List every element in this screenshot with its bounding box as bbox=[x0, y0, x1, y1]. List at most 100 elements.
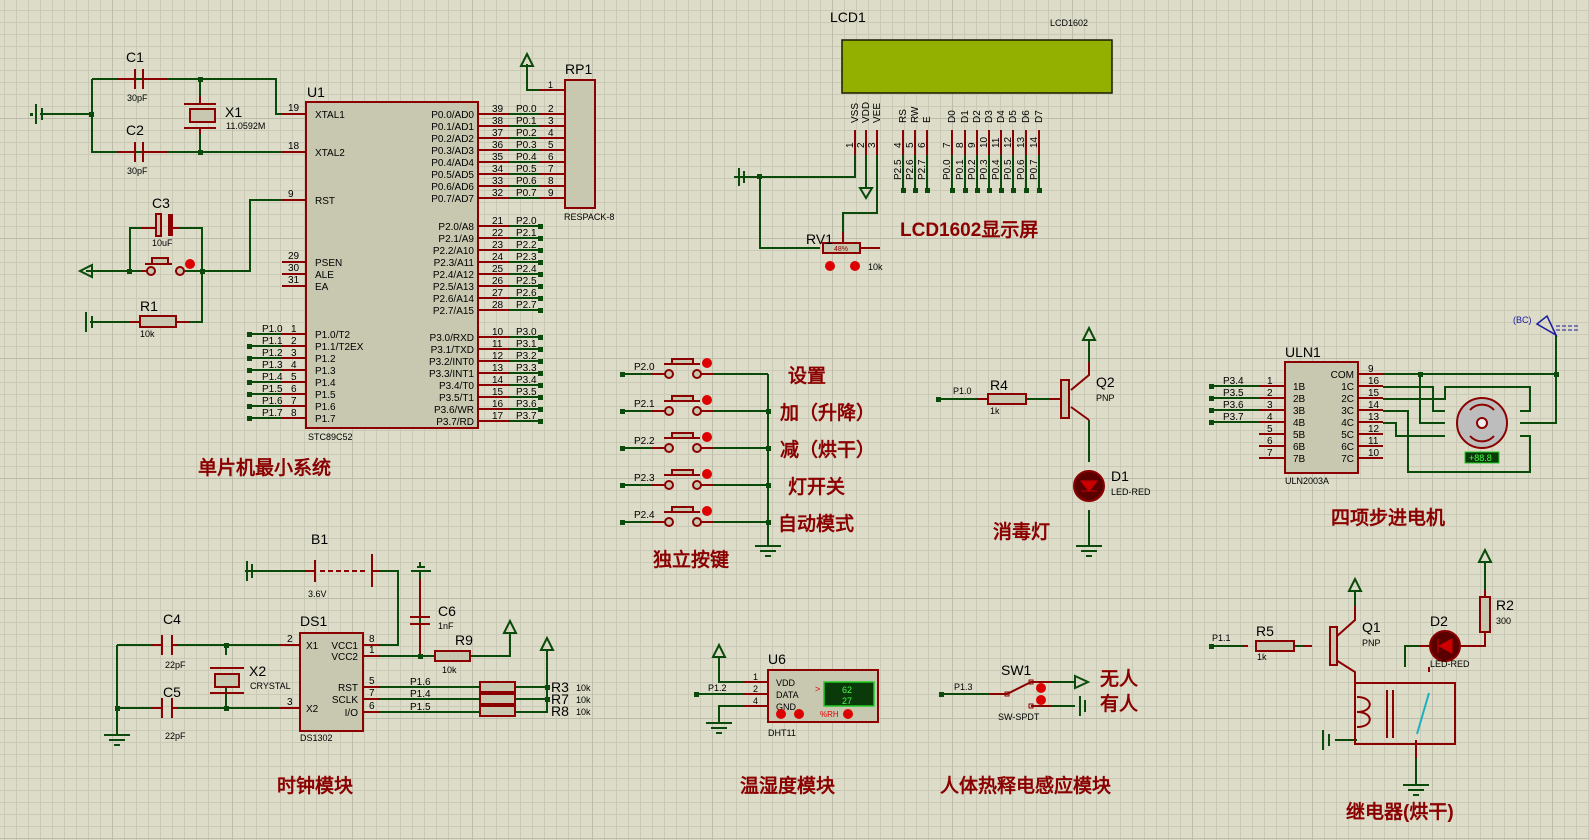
uv-lamp-circuit[interactable]: P1.0 R4 1k Q2 PNP D1 LED-RED bbox=[936, 325, 1151, 557]
net-terminal[interactable] bbox=[925, 188, 930, 193]
net-terminal[interactable] bbox=[538, 308, 543, 313]
ground-icon bbox=[1079, 696, 1086, 716]
svg-text:U6: U6 bbox=[768, 651, 786, 667]
capacitor-c3[interactable]: C3 10uF bbox=[142, 195, 180, 248]
net-terminal[interactable] bbox=[1024, 188, 1029, 193]
pin-number: 35 bbox=[492, 152, 504, 163]
potentiometer-rv1[interactable]: RV1 48% 10k bbox=[806, 231, 883, 272]
lcd-lcd1[interactable]: LCD1 LCD1602 VSS1VDD2VEE3RS4P2.5RW5P2.6E… bbox=[734, 9, 1113, 272]
relay-circuit[interactable]: R2 300 P1.1 R5 1k Q1 PNP D2 LED-RED bbox=[1209, 547, 1514, 796]
key-net-label: P2.3 bbox=[634, 473, 655, 484]
net-terminal[interactable] bbox=[538, 371, 543, 376]
net-terminal[interactable] bbox=[950, 188, 955, 193]
dht-down-button[interactable] bbox=[776, 709, 786, 719]
net-terminal[interactable] bbox=[247, 404, 252, 409]
pin-number: 8 bbox=[369, 634, 375, 645]
respack-rp1[interactable]: 1 RP1 RESPACK-8 bbox=[519, 51, 614, 222]
net-terminal[interactable] bbox=[1037, 188, 1042, 193]
svg-text:1k: 1k bbox=[990, 406, 1000, 416]
pin-name: P1.6 bbox=[315, 402, 336, 413]
net-terminal[interactable] bbox=[538, 383, 543, 388]
pin-name: 2C bbox=[1341, 394, 1354, 405]
capacitor-c1[interactable]: C1 30pF bbox=[117, 49, 167, 103]
net-terminal[interactable] bbox=[538, 296, 543, 301]
net-label: P1.5 bbox=[262, 384, 283, 395]
key-button-P2-4[interactable]: P2.4 bbox=[620, 506, 771, 527]
net-terminal[interactable] bbox=[913, 188, 918, 193]
pin-number: 7 bbox=[291, 396, 297, 407]
net-label: P1.2 bbox=[262, 348, 283, 359]
pin-number: 2 bbox=[856, 142, 867, 148]
net-terminal[interactable] bbox=[1209, 408, 1214, 413]
mcu-u1[interactable]: U1 STC89C52 19XTAL118XTAL29RST29PSEN30AL… bbox=[247, 84, 565, 442]
net-terminal[interactable] bbox=[247, 380, 252, 385]
net-terminal[interactable] bbox=[247, 368, 252, 373]
net-terminal[interactable] bbox=[538, 272, 543, 277]
net-terminal[interactable] bbox=[538, 248, 543, 253]
net-terminal[interactable] bbox=[901, 188, 906, 193]
net-terminal[interactable] bbox=[538, 224, 543, 229]
net-terminal[interactable] bbox=[247, 392, 252, 397]
pin-number: 10 bbox=[979, 136, 990, 148]
pin-number: 8 bbox=[291, 408, 297, 419]
net-terminal[interactable] bbox=[538, 419, 543, 424]
net-terminal[interactable] bbox=[538, 236, 543, 241]
net-label: P0.5 bbox=[516, 164, 537, 175]
net-terminal[interactable] bbox=[538, 347, 543, 352]
pir-option-present: 有人 bbox=[1100, 692, 1139, 715]
net-terminal[interactable] bbox=[247, 356, 252, 361]
pin-name: P2.0/A8 bbox=[438, 222, 474, 233]
net-terminal[interactable] bbox=[538, 359, 543, 364]
svg-text:B1: B1 bbox=[311, 531, 328, 547]
net-terminal[interactable] bbox=[999, 188, 1004, 193]
dht-mode-button[interactable] bbox=[843, 709, 853, 719]
net-label: P1.7 bbox=[262, 408, 283, 419]
pin-name: ALE bbox=[315, 270, 334, 281]
net-terminal[interactable] bbox=[247, 344, 252, 349]
net-terminal[interactable] bbox=[538, 335, 543, 340]
net-terminal[interactable] bbox=[247, 416, 252, 421]
net-terminal[interactable] bbox=[987, 188, 992, 193]
net-terminal[interactable] bbox=[538, 395, 543, 400]
key-button-P2-1[interactable]: P2.1 bbox=[620, 395, 771, 416]
net-terminal[interactable] bbox=[538, 260, 543, 265]
clock-circuit[interactable]: B1 3.6V C6 1nF R9 10k C4 22pF C5 22pF X2… bbox=[104, 531, 591, 746]
pin-number: 13 bbox=[1368, 412, 1380, 423]
ground-icon bbox=[30, 104, 43, 124]
net-terminal[interactable] bbox=[538, 284, 543, 289]
net-terminal[interactable] bbox=[1011, 188, 1016, 193]
key-button-P2-0[interactable]: P2.0 bbox=[620, 358, 768, 379]
dht-up-button[interactable] bbox=[794, 709, 804, 719]
net-label: P0.7 bbox=[516, 188, 537, 199]
net-terminal[interactable] bbox=[1209, 420, 1214, 425]
resistor-ref: R8 bbox=[551, 703, 569, 719]
capacitor-c2[interactable]: C2 30pF bbox=[117, 122, 167, 176]
key-button-P2-3[interactable]: P2.3 bbox=[620, 469, 771, 490]
ground-icon bbox=[1322, 730, 1330, 750]
resistor-r1[interactable]: R1 10k bbox=[130, 298, 190, 339]
section-title-pir: 人体热释电感应模块 bbox=[940, 774, 1112, 797]
pin-number: 16 bbox=[1368, 376, 1380, 387]
net-terminal[interactable] bbox=[963, 188, 968, 193]
dht11-u6[interactable]: U6 DHT11 P1.2 1 2 4 VDD DATA GND > 62 27… bbox=[694, 642, 879, 738]
net-label: P0.3 bbox=[516, 140, 537, 151]
net-terminal[interactable] bbox=[1209, 396, 1214, 401]
pin-number: 33 bbox=[492, 176, 504, 187]
key-button-P2-2[interactable]: P2.2 bbox=[620, 432, 771, 453]
reset-button[interactable] bbox=[142, 257, 195, 276]
net-label: P2.4 bbox=[516, 264, 537, 275]
net-terminal[interactable] bbox=[247, 332, 252, 337]
pir-switch-sw1[interactable]: P1.3 SW1 SW-SPDT 无人 有人 bbox=[939, 662, 1139, 722]
pin-number: 19 bbox=[288, 103, 300, 114]
net-terminal[interactable] bbox=[1209, 384, 1214, 389]
net-terminal[interactable] bbox=[975, 188, 980, 193]
crystal-x1[interactable]: X1 11.0592M bbox=[184, 96, 265, 134]
pin-number: 13 bbox=[1016, 136, 1027, 148]
net-terminal[interactable] bbox=[538, 407, 543, 412]
